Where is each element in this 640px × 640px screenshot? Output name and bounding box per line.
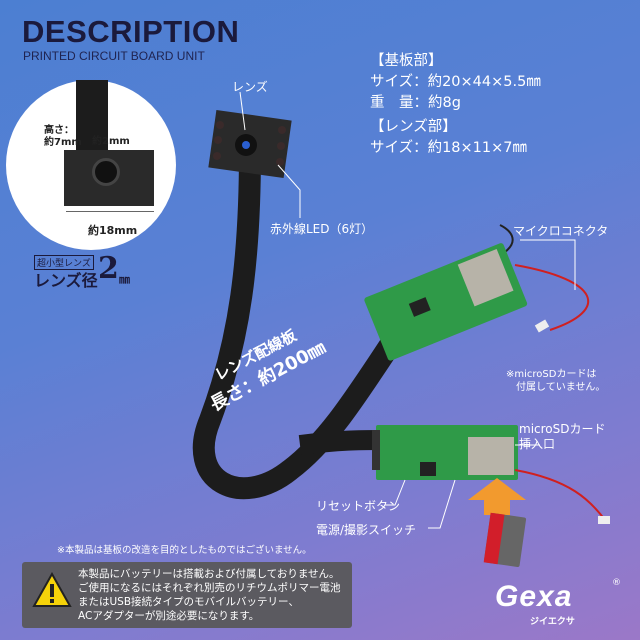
- micro-connector-label: マイクロコネクタ: [513, 224, 609, 238]
- registered-mark: ®: [612, 578, 621, 588]
- board-size: サイズ：約20×44×5.5㎜: [370, 74, 541, 90]
- top-pcb: [364, 243, 528, 361]
- closeup-height: 高さ：約7mm: [44, 125, 82, 148]
- closeup-lens-dim: 約2mm: [92, 136, 130, 147]
- gexa-logo-kana: ジイエクサ: [530, 617, 575, 627]
- page-subtitle: PRINTED CIRCUIT BOARD UNIT: [23, 49, 205, 63]
- battery-warning-box: [22, 562, 352, 628]
- lens-label: レンズ: [232, 80, 268, 94]
- modification-note: ※本製品は基板の改造を目的としたものではございません。: [57, 545, 312, 556]
- warning-icon: [32, 572, 72, 607]
- board-heading: 【基板部】: [370, 53, 443, 69]
- board-weight: 重 量：約8g: [370, 95, 461, 111]
- micro-connector-plug: [598, 516, 610, 524]
- closeup-cable: [76, 80, 108, 150]
- ribbon-cable: [192, 149, 410, 500]
- lens-heading: 【レンズ部】: [370, 119, 457, 135]
- sd-slot-label: microSDカード挿入口: [519, 422, 606, 451]
- sd-not-included-note: ※microSDカードは付属していません。: [506, 369, 606, 393]
- closeup-width: 約18mm: [88, 224, 138, 237]
- insert-arrow: [468, 478, 526, 515]
- battery-warning-text: 本製品にバッテリーは搭載および付属しておりません。ご使用になるにはそれぞれ別売の…: [78, 568, 341, 622]
- lens-closeup: 高さ：約7mm 約2mm 約18mm: [6, 80, 176, 250]
- bottom-pcb: [372, 425, 518, 480]
- width-dimension-line: [66, 211, 154, 212]
- page-title: DESCRIPTION: [22, 14, 240, 49]
- specs-block: 【基板部】 サイズ：約20×44×5.5㎜ 重 量：約8g 【レンズ部】 サイズ…: [370, 51, 541, 159]
- gexa-logo: Gexa: [495, 580, 573, 613]
- reset-button-label: リセットボタン: [316, 499, 401, 513]
- power-switch-label: 電源/撮影スイッチ: [316, 523, 417, 537]
- microsd-card: [483, 512, 527, 568]
- red-wire: [514, 264, 590, 331]
- closeup-lens-icon: [92, 158, 120, 186]
- camera-module: [208, 109, 292, 179]
- ir-led-label: 赤外線LED（6灯）: [270, 222, 374, 236]
- lens-size: サイズ：約18×11×7㎜: [370, 140, 527, 156]
